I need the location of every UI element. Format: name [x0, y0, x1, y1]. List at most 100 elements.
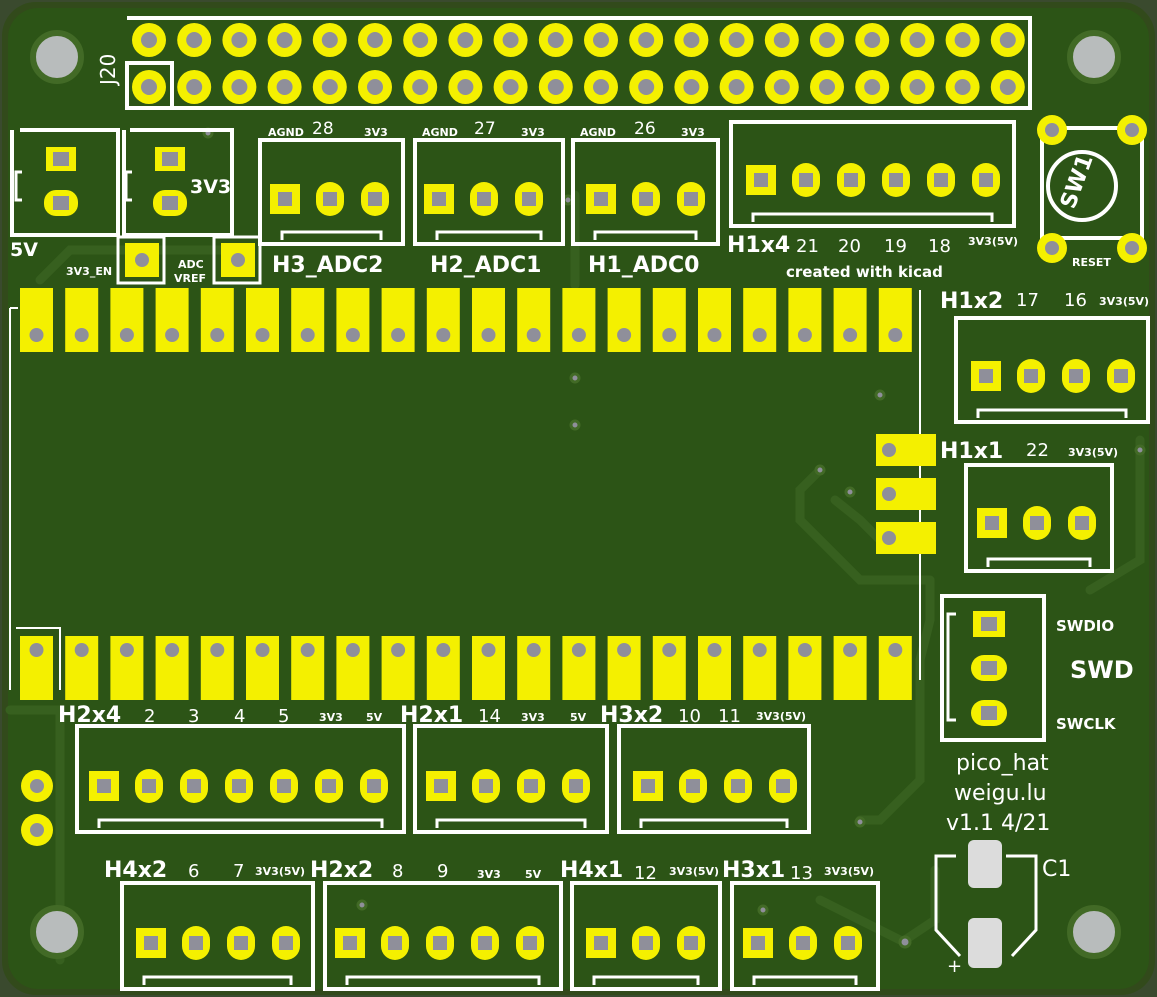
label-5v: 5V	[10, 239, 38, 261]
connector-h2-adc1-latch	[435, 230, 543, 240]
label-3v3-5v-h3x1: 3V3(5V)	[824, 865, 874, 878]
pico-pad-drill	[481, 643, 496, 657]
label-26: 26	[634, 119, 656, 139]
label-3v3-h3: 3V3	[364, 126, 388, 139]
connectors	[75, 120, 1150, 991]
connector-h1x1-pin-drill	[985, 516, 999, 530]
pico-pad-drill	[74, 328, 89, 342]
j20-pin-drill	[819, 32, 835, 48]
connector-h2-adc1-pin-drill	[432, 192, 446, 206]
label-h3x2: H3x2	[600, 703, 663, 728]
label-3v3-5v-h4x2: 3V3(5V)	[255, 865, 305, 878]
connector-h2x2-pin-drill	[433, 936, 447, 950]
connector-h2-adc1	[413, 138, 565, 246]
label-h2x1: H2x1	[400, 703, 463, 728]
connector-h1x4-pin-drill	[754, 173, 768, 187]
label-3v3-h2x1: 3V3	[521, 711, 545, 724]
connector-h2x4-pin-drill	[97, 779, 111, 793]
label-3v3-5v-h1x1: 3V3(5V)	[1068, 446, 1118, 459]
label-3v3-h2: 3V3	[521, 126, 545, 139]
label-swd: SWD	[1070, 656, 1134, 684]
test-pad-3v3en	[116, 235, 166, 285]
label-21: 21	[796, 236, 819, 257]
connector-h2x4-pin-drill	[142, 779, 156, 793]
pico-pad-drill	[707, 328, 722, 342]
vias	[202, 127, 1146, 949]
j20-pin-drill	[593, 79, 609, 95]
connector-h1x2-outline	[954, 316, 1150, 424]
connector-h1x4-pin-drill	[889, 173, 903, 187]
pico-pad-drill	[481, 328, 496, 342]
label-reset: RESET	[1072, 256, 1111, 269]
pico-pads-top	[20, 288, 912, 352]
pico-pad-drill	[752, 643, 767, 657]
connector-h2x4-pin-drill	[367, 779, 381, 793]
connector-h1x2	[954, 316, 1150, 424]
pico-pad-drill	[571, 328, 586, 342]
connector-h1-adc0-latch	[593, 230, 698, 240]
pico-pad-drill	[391, 643, 406, 657]
connector-h3x1-pin-drill	[751, 936, 765, 950]
label-12: 12	[634, 863, 657, 884]
connector-h2x1-pin-drill	[569, 779, 583, 793]
swd-header	[940, 594, 1046, 742]
j20-pin-drill	[638, 79, 655, 95]
pico-pad-drill	[571, 643, 586, 657]
j20-pin-drill	[909, 32, 926, 48]
label-3v3: 3V3	[190, 176, 231, 198]
label-h2-adc1: H2_ADC1	[430, 253, 541, 278]
connector-h1x2-pin-drill	[1024, 369, 1038, 383]
label-11: 11	[718, 706, 741, 727]
connector-h1x4-outline	[729, 120, 1016, 228]
label-version: v1.1 4/21	[946, 811, 1050, 836]
pico-pad	[878, 288, 912, 352]
label-pico-hat: pico_hat	[956, 751, 1049, 776]
label-16: 16	[1064, 290, 1087, 311]
jumper-pads-3	[876, 434, 936, 554]
label-h4x2: H4x2	[104, 858, 167, 883]
connector-h3x2-pin-drill	[641, 779, 655, 793]
j20-pin-drill	[141, 32, 157, 48]
j20-pins	[132, 23, 1025, 104]
pico-pad-drill	[300, 328, 315, 342]
pico-pad	[20, 288, 53, 352]
pico-pad-drill	[255, 328, 270, 342]
connector-h3x2-outline	[617, 724, 811, 834]
connector-h2x2-pin-drill	[478, 936, 492, 950]
j20-pin-drill	[367, 79, 383, 95]
connector-h3x1-latch	[752, 975, 858, 985]
connector-h2x4-pin-drill	[187, 779, 201, 793]
pico-pad	[246, 288, 279, 352]
pico-pad-drill	[210, 328, 225, 342]
pico-pad-drill	[345, 643, 360, 657]
j20-pin-drill	[276, 32, 293, 48]
copper-pour	[8, 8, 1149, 989]
label-h1x4: H1x4	[727, 233, 790, 258]
pico-pad-drill	[888, 643, 903, 657]
label-8: 8	[392, 861, 403, 882]
pico-pad-drill	[165, 643, 180, 657]
label-h1-adc0: H1_ADC0	[588, 253, 699, 278]
label-5v-h2x2: 5V	[525, 868, 542, 881]
connector-h3-adc2	[258, 138, 405, 246]
pico-pad	[110, 288, 144, 352]
pico-pad-drill	[210, 643, 225, 657]
label-2: 2	[144, 706, 155, 727]
j20-pin-drill	[231, 32, 248, 48]
pico-pad-drill	[617, 328, 632, 342]
label-22: 22	[1026, 440, 1049, 461]
pico-pad-drill	[74, 643, 89, 657]
label-h3x1: H3x1	[722, 858, 785, 883]
label-3v3-5v-h1x4: 3V3(5V)	[968, 235, 1018, 248]
pico-pad	[788, 288, 822, 352]
j20-pin-drill	[412, 79, 429, 95]
label-5v-h2x4: 5V	[366, 711, 383, 724]
pico-pad	[607, 288, 641, 352]
connector-h2x4-outline	[75, 724, 406, 834]
pico-pad-drill	[843, 328, 858, 342]
j20-pin-drill	[547, 79, 564, 95]
label-agnd-h1: AGND	[580, 126, 616, 139]
label-3v3-5v-h4x1: 3V3(5V)	[669, 865, 719, 878]
j20-pin-drill	[864, 79, 881, 95]
